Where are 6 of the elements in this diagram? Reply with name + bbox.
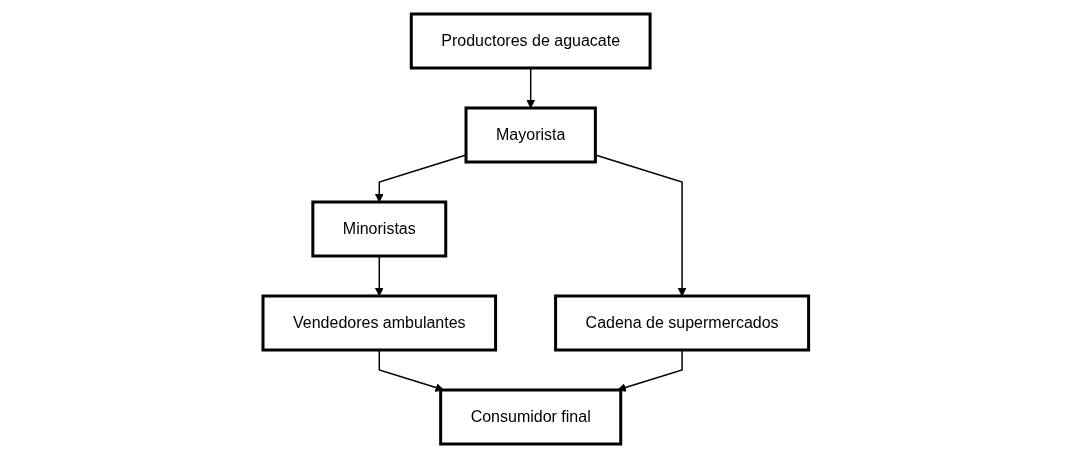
node-box: Vendedores ambulantes (261, 294, 497, 351)
node-box: Mayorista (464, 106, 597, 163)
node-box: Cadena de supermercados (553, 294, 810, 351)
node-box: Consumidor final (438, 388, 622, 445)
node-box: Productores de aguacate (409, 12, 652, 69)
node-box: Minoristas (311, 200, 447, 257)
